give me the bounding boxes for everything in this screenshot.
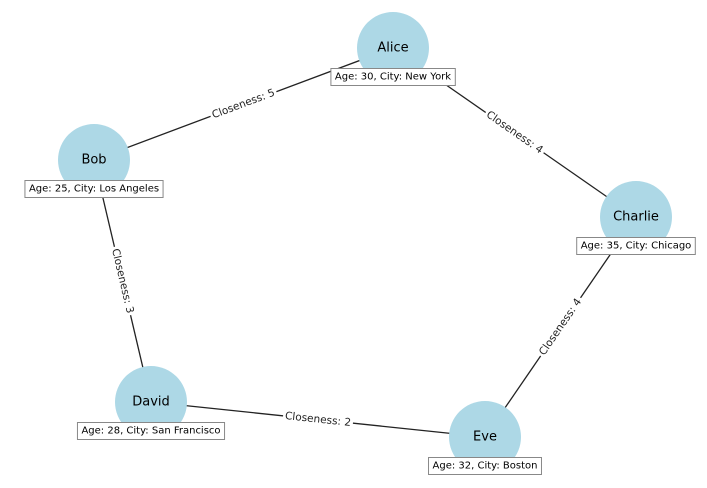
edge-label-group: Closeness: 3: [107, 245, 138, 317]
node-info-alice: Age: 30, City: New York: [330, 68, 456, 86]
node-david: [115, 366, 187, 438]
node-info-charlie: Age: 35, City: Chicago: [576, 237, 696, 255]
node-label-bob: Bob: [81, 153, 106, 168]
edge-label: Closeness: 5: [210, 87, 276, 121]
node-info-bob: Age: 25, City: Los Angeles: [24, 180, 164, 198]
node-info-box: [428, 457, 542, 475]
edge-label-group: Closeness: 4: [481, 106, 548, 159]
node-info-david: Age: 28, City: San Francisco: [76, 422, 226, 440]
node-label-alice: Alice: [377, 41, 408, 56]
node-alice: [357, 12, 429, 84]
edge-label-group: Closeness: 2: [282, 408, 354, 431]
node-info-box: [76, 422, 226, 440]
node-info-box: [576, 237, 696, 255]
node-info-label: Age: 25, City: Los Angeles: [29, 184, 159, 195]
node-label-david: David: [132, 395, 170, 410]
edge-label-background: [107, 245, 138, 317]
node-label-charlie: Charlie: [613, 210, 659, 225]
edge-label: Closeness: 3: [109, 247, 136, 314]
node-bob: [58, 124, 130, 196]
node-info-label: Age: 30, City: New York: [335, 72, 451, 83]
node-charlie: [600, 181, 672, 253]
edge-label-group: Closeness: 4: [534, 293, 587, 360]
node-label-eve: Eve: [473, 430, 497, 445]
node-info-label: Age: 32, City: Boston: [433, 461, 538, 472]
node-info-label: Age: 35, City: Chicago: [581, 241, 692, 252]
node-info-eve: Age: 32, City: Boston: [428, 457, 542, 475]
node-eve: [449, 401, 521, 473]
edge-label-background: [481, 106, 548, 159]
node-info-label: Age: 28, City: San Francisco: [81, 426, 220, 437]
node-info-box: [24, 180, 164, 198]
edge-label: Closeness: 4: [484, 109, 545, 157]
edge-label-group: Closeness: 5: [208, 85, 279, 123]
edge-label-background: [534, 293, 587, 360]
edge-label-background: [208, 85, 279, 123]
edge-label-background: [282, 408, 354, 431]
node-info-box: [330, 68, 456, 86]
edge-label: Closeness: 4: [537, 296, 585, 358]
